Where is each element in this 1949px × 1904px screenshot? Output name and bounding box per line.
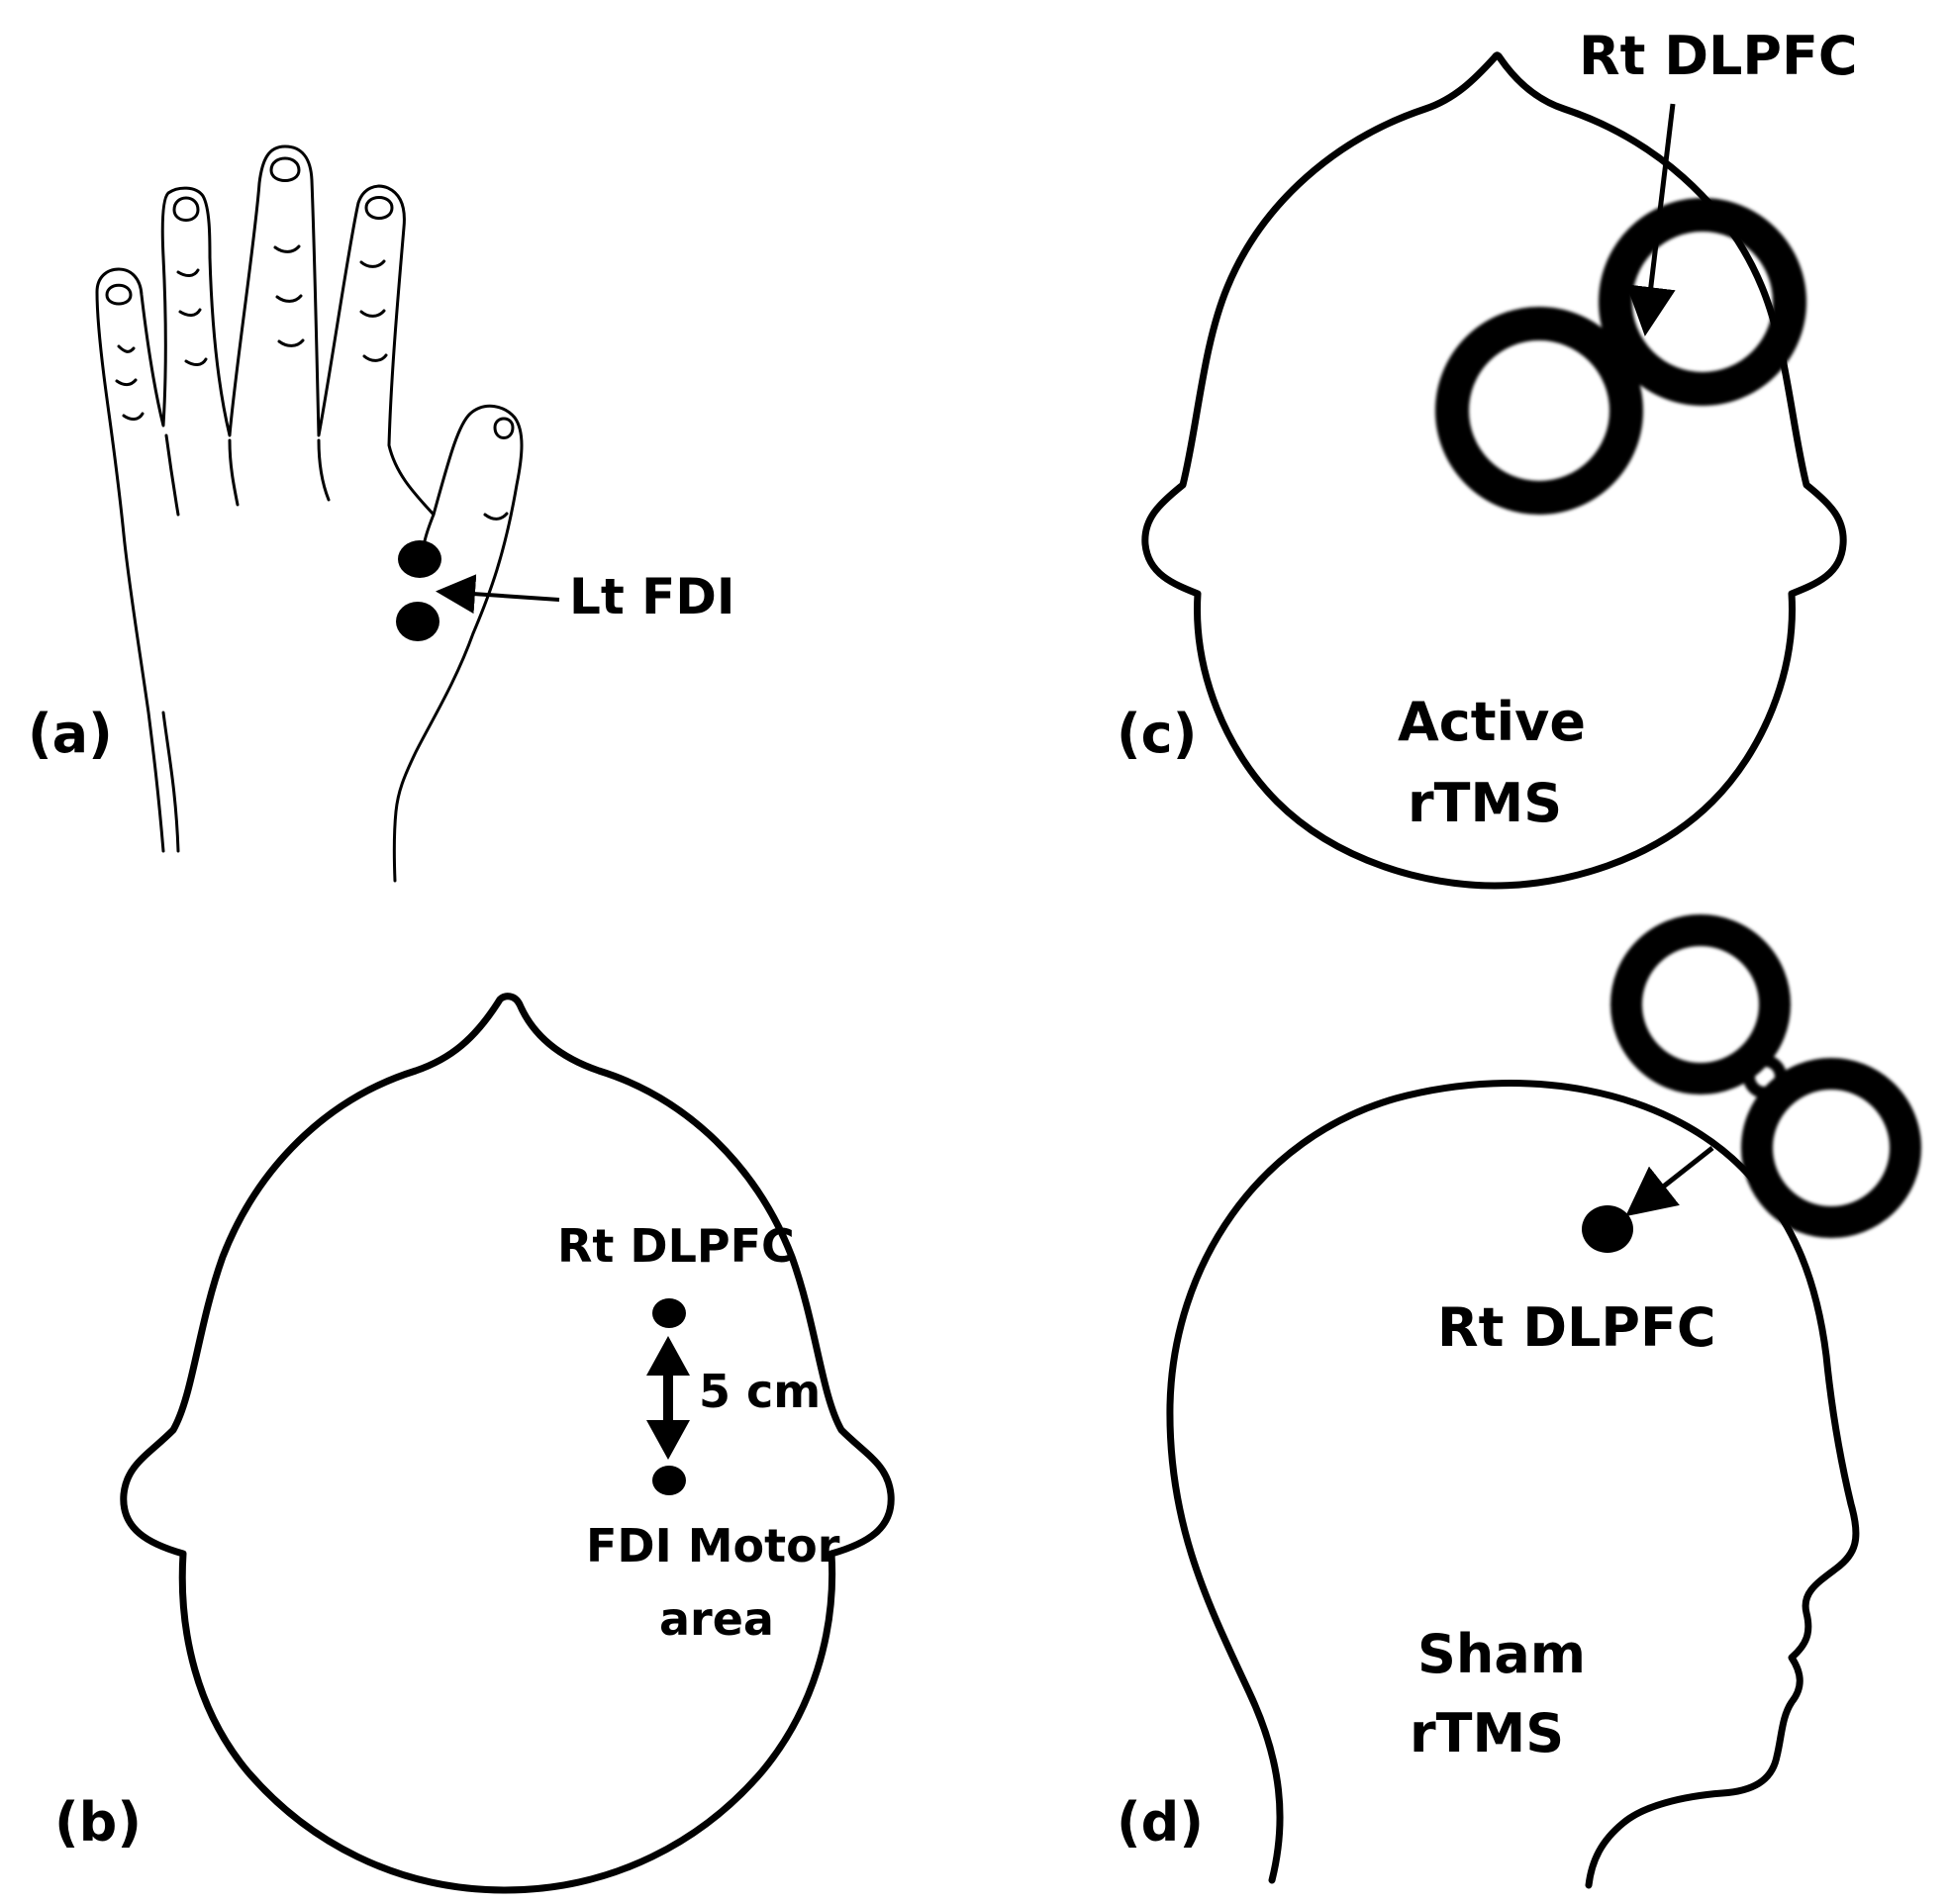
dlpfc-site-b: [652, 1298, 686, 1328]
sham-label-line1: Sham: [1417, 1623, 1586, 1685]
fdi-motor-label-line1: FDI Motor: [586, 1519, 840, 1572]
fdi-electrode-lower: [396, 602, 439, 641]
fdi-electrode-upper: [398, 540, 441, 578]
dlpfc-arrow-c: [1625, 103, 1676, 336]
figure-eight-coil-icon: [1435, 198, 1806, 515]
panel-c-label: (c): [1117, 703, 1197, 765]
head-side-profile-icon: [1166, 1080, 1860, 1889]
fdi-motor-label-line2: area: [659, 1592, 774, 1646]
dlpfc-site-d: [1582, 1205, 1633, 1253]
panel-a: Lt FDI (a): [28, 144, 734, 883]
fdi-arrow: [436, 574, 560, 615]
dlpfc-label-c: Rt DLPFC: [1579, 25, 1858, 87]
panel-d-label: (d): [1117, 1791, 1204, 1854]
active-label-line2: rTMS: [1408, 772, 1562, 834]
panel-c: Rt DLPFC Active rTMS (c): [1117, 25, 1858, 890]
fdi-motor-site: [652, 1466, 686, 1495]
active-label-line1: Active: [1398, 691, 1586, 753]
distance-label: 5 cm: [699, 1365, 821, 1418]
double-arrow-icon: [646, 1336, 690, 1460]
hand-icon: [95, 144, 524, 883]
dlpfc-arrow-d: [1625, 1146, 1714, 1217]
head-top-view-icon: [120, 993, 895, 1894]
dlpfc-label-b: Rt DLPFC: [557, 1219, 795, 1273]
dlpfc-label-d: Rt DLPFC: [1437, 1296, 1716, 1359]
panel-b: Rt DLPFC 5 cm FDI Motor area (b): [54, 993, 895, 1894]
head-top-view-icon-c: [1141, 51, 1847, 890]
fdi-label: Lt FDI: [569, 568, 734, 625]
panel-a-label: (a): [28, 703, 113, 765]
panel-b-label: (b): [54, 1791, 142, 1854]
sham-label-line2: rTMS: [1410, 1702, 1564, 1764]
panel-d: Rt DLPFC Sham rTMS (d): [1117, 914, 1921, 1889]
figure-eight-coil-sham-icon: [1610, 914, 1921, 1238]
